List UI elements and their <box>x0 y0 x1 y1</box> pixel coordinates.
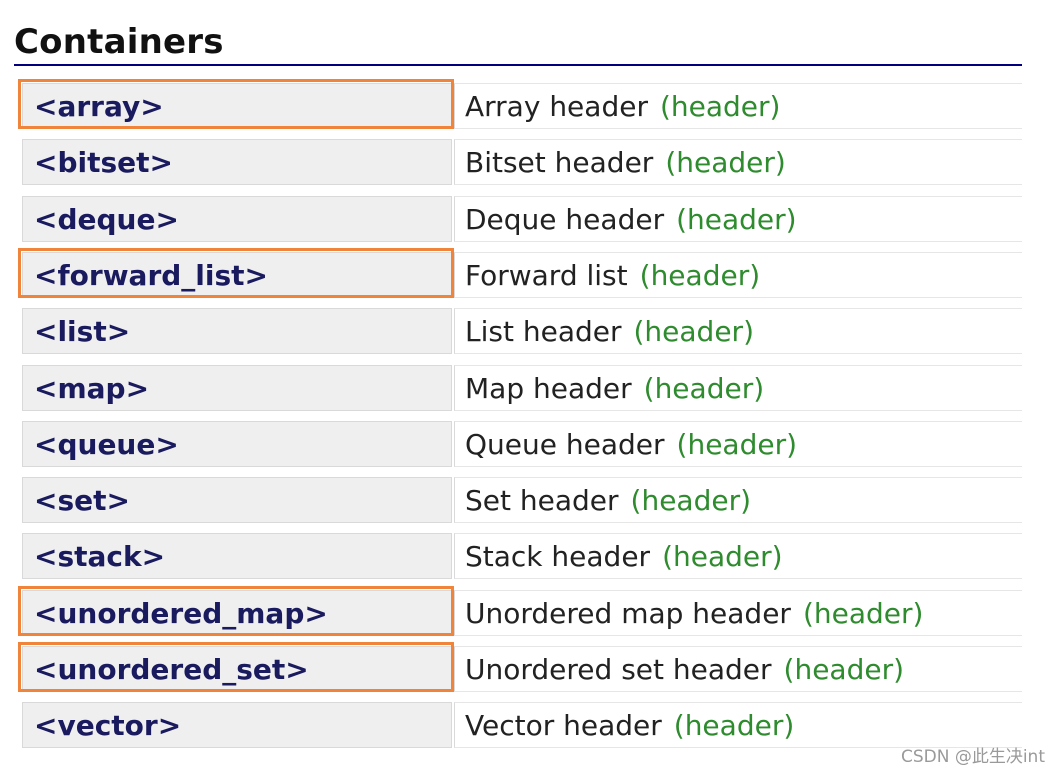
header-name-link[interactable]: <unordered_set> <box>34 652 309 686</box>
header-description-cell: Unordered map header (header) <box>454 590 1022 636</box>
header-row: <stack> Stack header (header) <box>22 533 1022 579</box>
header-type-tag: (header) <box>633 314 755 348</box>
header-name-cell: <set> <box>22 477 452 523</box>
header-row: <unordered_set> Unordered set header (head… <box>18 642 1022 692</box>
header-name-cell: <array> <box>22 83 452 129</box>
page-title: Containers <box>14 22 224 62</box>
header-type-tag: (header) <box>639 258 761 292</box>
header-type-tag: (header) <box>630 483 752 517</box>
header-name-link[interactable]: <bitset> <box>34 145 173 179</box>
header-description: Stack header <box>465 539 651 573</box>
header-name-link[interactable]: <array> <box>34 89 164 123</box>
header-description: Vector header <box>465 708 662 742</box>
header-description-cell: Forward list (header) <box>454 252 1022 298</box>
header-description: Set header <box>465 483 619 517</box>
header-name-cell: <deque> <box>22 196 452 242</box>
header-row: <queue> Queue header (header) <box>22 421 1022 467</box>
header-name-link[interactable]: <vector> <box>34 708 182 742</box>
header-row: <array> Array header (header) <box>18 79 1022 129</box>
header-name-cell: <bitset> <box>22 139 452 185</box>
header-type-tag: (header) <box>802 596 924 630</box>
header-name-cell: <map> <box>22 365 452 411</box>
header-description-cell: Queue header (header) <box>454 421 1022 467</box>
header-name-cell: <unordered_set> <box>22 646 452 692</box>
header-row: <set> Set header (header) <box>22 477 1022 523</box>
header-description-cell: Array header (header) <box>454 83 1022 129</box>
header-description-cell: Stack header (header) <box>454 533 1022 579</box>
header-description: Queue header <box>465 427 665 461</box>
header-description: List header <box>465 314 622 348</box>
header-description-cell: Deque header (header) <box>454 196 1022 242</box>
header-name-cell: <stack> <box>22 533 452 579</box>
header-type-tag: (header) <box>676 202 797 236</box>
header-name-link[interactable]: <map> <box>34 371 150 405</box>
header-type-tag: (header) <box>676 427 798 461</box>
header-type-tag: (header) <box>665 145 786 179</box>
header-description: Forward list <box>465 258 628 292</box>
header-description-cell: Bitset header (header) <box>454 139 1022 185</box>
header-row: <unordered_map> Unordered map header (head… <box>18 586 1022 636</box>
header-name-cell: <vector> <box>22 702 452 748</box>
header-description: Unordered set header <box>465 652 772 686</box>
header-row: <deque> Deque header (header) <box>22 196 1022 242</box>
header-description: Unordered map header <box>465 596 791 630</box>
header-description: Map header <box>465 371 632 405</box>
header-description-cell: Map header (header) <box>454 365 1022 411</box>
header-type-tag: (header) <box>643 371 765 405</box>
header-type-tag: (header) <box>673 708 795 742</box>
header-name-cell: <list> <box>22 308 452 354</box>
header-name-cell: <unordered_map> <box>22 590 452 636</box>
header-description-cell: Set header (header) <box>454 477 1022 523</box>
header-name-cell: <forward_list> <box>22 252 452 298</box>
header-description: Deque header <box>465 202 665 236</box>
header-description-cell: Vector header (header) <box>454 702 1022 748</box>
header-row: <forward_list> Forward list (header) <box>18 248 1022 298</box>
header-row: <list> List header (header) <box>22 308 1022 354</box>
header-name-link[interactable]: <set> <box>34 483 130 517</box>
header-row: <vector> Vector header (header) <box>22 702 1022 748</box>
header-description-cell: List header (header) <box>454 308 1022 354</box>
header-description-cell: Unordered set header (header) <box>454 646 1022 692</box>
header-name-link[interactable]: <deque> <box>34 202 179 236</box>
header-name-cell: <queue> <box>22 421 452 467</box>
header-name-link[interactable]: <list> <box>34 314 131 348</box>
header-type-tag: (header) <box>783 652 905 686</box>
title-divider <box>14 64 1022 66</box>
header-row: <map> Map header (header) <box>22 365 1022 411</box>
header-name-link[interactable]: <queue> <box>34 427 179 461</box>
header-name-link[interactable]: <stack> <box>34 539 166 573</box>
header-name-link[interactable]: <unordered_map> <box>34 596 328 630</box>
header-type-tag: (header) <box>659 89 781 123</box>
header-name-link[interactable]: <forward_list> <box>34 258 269 292</box>
header-type-tag: (header) <box>662 539 783 573</box>
header-description: Bitset header <box>465 145 654 179</box>
header-description: Array header <box>465 89 648 123</box>
header-row: <bitset> Bitset header (header) <box>22 139 1022 185</box>
csdn-watermark: CSDN @此生决int <box>900 747 1045 767</box>
